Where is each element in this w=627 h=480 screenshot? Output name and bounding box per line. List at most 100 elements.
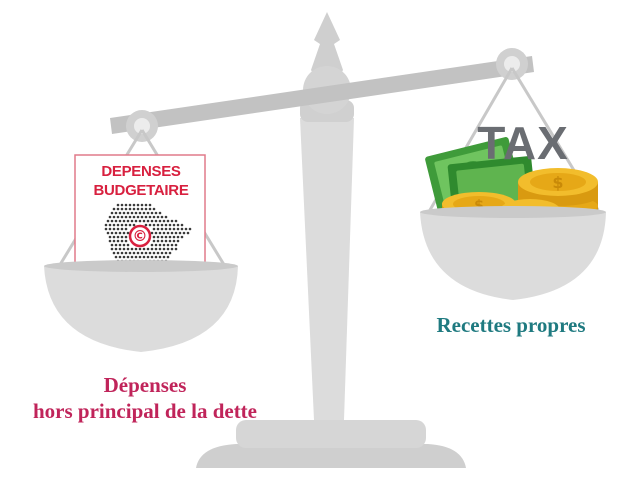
map-dot	[154, 255, 158, 259]
map-dot	[160, 227, 164, 231]
map-dot	[124, 207, 128, 211]
map-dot	[132, 223, 136, 227]
map-dot	[124, 215, 128, 219]
map-dot	[128, 207, 132, 211]
map-dot	[146, 255, 150, 259]
map-dot	[124, 239, 128, 243]
map-dot	[112, 207, 116, 211]
scale-pedestal	[236, 420, 426, 448]
map-dot	[108, 215, 112, 219]
map-dot	[174, 247, 178, 251]
map-dot	[126, 231, 130, 235]
map-dot	[116, 239, 120, 243]
map-dot	[176, 235, 180, 239]
map-dot	[120, 223, 124, 227]
map-dot	[150, 255, 154, 259]
map-dot	[132, 251, 136, 255]
map-dot	[114, 211, 118, 215]
left-pan	[44, 266, 238, 352]
map-dot	[122, 255, 126, 259]
map-dot	[118, 231, 122, 235]
map-dot	[154, 231, 158, 235]
map-dot	[148, 207, 152, 211]
map-dot	[136, 251, 140, 255]
map-dot	[186, 231, 190, 235]
left-caption-line-1: Dépenses	[103, 373, 187, 397]
map-dot	[110, 211, 114, 215]
map-dot	[122, 211, 126, 215]
map-dot	[112, 251, 116, 255]
map-dot	[158, 219, 162, 223]
map-dot	[166, 243, 170, 247]
map-dot	[170, 231, 174, 235]
map-dot	[116, 235, 120, 239]
map-dot	[152, 207, 156, 211]
map-dot	[140, 207, 144, 211]
map-dot	[154, 243, 158, 247]
map-dot	[136, 215, 140, 219]
map-dot	[116, 215, 120, 219]
map-dot	[120, 203, 124, 207]
map-dot	[172, 239, 176, 243]
map-dot	[106, 231, 110, 235]
svg-text:$: $	[474, 198, 484, 214]
map-dot	[128, 223, 132, 227]
map-dot	[142, 247, 146, 251]
map-dot	[110, 247, 114, 251]
map-dot	[120, 207, 124, 211]
map-dot	[124, 235, 128, 239]
map-dot	[166, 231, 170, 235]
map-dot	[126, 247, 130, 251]
map-dot	[170, 243, 174, 247]
map-dot	[112, 227, 116, 231]
map-dot	[158, 231, 162, 235]
map-dot	[114, 243, 118, 247]
right-pan-caption: Recettes propres	[436, 313, 586, 337]
map-dot	[176, 223, 180, 227]
map-dot	[172, 235, 176, 239]
map-dot	[160, 223, 164, 227]
map-dot	[164, 223, 168, 227]
map-dot	[184, 227, 188, 231]
map-dot	[122, 231, 126, 235]
map-dot	[156, 227, 160, 231]
map-dot	[116, 207, 120, 211]
map-dot	[110, 231, 114, 235]
map-dot	[180, 235, 184, 239]
map-dot	[152, 215, 156, 219]
map-dot	[148, 251, 152, 255]
map-dot	[144, 223, 148, 227]
map-dot	[138, 255, 142, 259]
map-dot	[154, 247, 158, 251]
map-dot	[168, 227, 172, 231]
map-dot	[116, 203, 120, 207]
map-dot	[144, 207, 148, 211]
map-dot	[110, 219, 114, 223]
map-dot	[130, 255, 134, 259]
map-dot	[154, 219, 158, 223]
map-dot	[110, 243, 114, 247]
map-dot	[176, 239, 180, 243]
map-dot	[170, 247, 174, 251]
map-dot	[156, 239, 160, 243]
map-dot	[178, 231, 182, 235]
map-dot	[128, 203, 132, 207]
map-dot	[188, 227, 192, 231]
map-dot	[176, 227, 180, 231]
map-dot	[168, 251, 172, 255]
tax-label: TAX	[477, 117, 569, 169]
map-dot	[124, 203, 128, 207]
map-dot	[138, 219, 142, 223]
map-dot	[164, 251, 168, 255]
map-dot	[124, 251, 128, 255]
map-dot	[118, 255, 122, 259]
map-dot	[156, 223, 160, 227]
map-dot	[134, 247, 138, 251]
right-beam-knob-inner	[504, 56, 520, 72]
right-pan	[420, 212, 606, 300]
map-dot	[138, 247, 142, 251]
map-dot	[126, 243, 130, 247]
map-dot	[116, 223, 120, 227]
map-dot	[124, 227, 128, 231]
map-dot	[112, 223, 116, 227]
